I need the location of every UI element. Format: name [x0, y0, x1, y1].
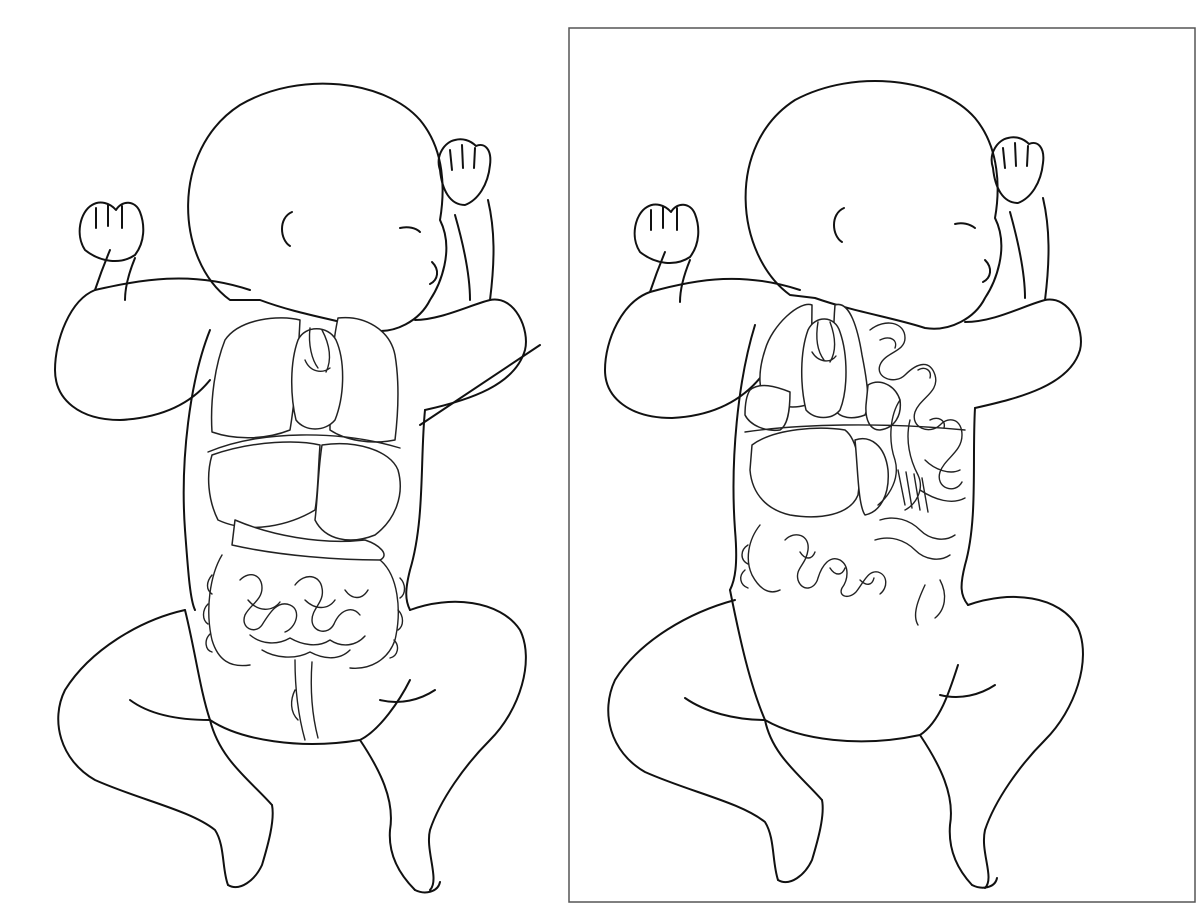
right-liver	[750, 428, 859, 517]
right-panel	[569, 28, 1195, 902]
left-heart	[292, 329, 343, 429]
right-colon	[741, 525, 945, 625]
left-lung-right	[212, 318, 300, 438]
left-panel	[55, 84, 540, 893]
right-organs	[741, 304, 965, 625]
right-small-intestine	[870, 323, 965, 559]
left-organs	[204, 318, 405, 740]
right-heart	[802, 319, 846, 418]
left-liver	[209, 442, 320, 527]
left-small-intestine	[240, 575, 368, 658]
left-stomach	[315, 444, 400, 540]
left-colon	[209, 555, 398, 668]
right-stomach	[855, 439, 888, 515]
